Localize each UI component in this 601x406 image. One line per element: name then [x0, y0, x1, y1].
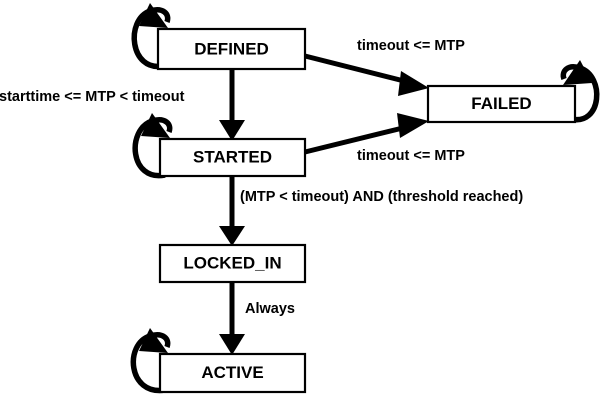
defined-to-failed-arrowhead	[398, 71, 429, 96]
defined-label: DEFINED	[194, 39, 269, 58]
edge-label-defined-to-failed: timeout <= MTP	[357, 38, 465, 54]
edge-label-started-to-locked-in: (MTP < timeout) AND (threshold reached)	[240, 189, 523, 205]
state-node-locked-in[interactable]: LOCKED_IN	[158, 243, 307, 284]
started-self-loop-arrowhead	[141, 113, 170, 138]
started-box[interactable]	[158, 137, 307, 178]
started-to-failed-arrowhead	[397, 113, 429, 138]
defined-to-started-edge	[219, 69, 245, 141]
active-box[interactable]	[158, 352, 307, 394]
active-label: ACTIVE	[201, 363, 263, 382]
defined-to-failed-edge	[304, 53, 429, 96]
state-node-started[interactable]: STARTED	[158, 137, 307, 178]
active-self-loop-arrowhead	[139, 328, 168, 353]
state-node-active[interactable]: ACTIVE	[158, 352, 307, 394]
defined-self-loop-edge	[131, 3, 171, 70]
started-label: STARTED	[193, 147, 272, 166]
locked-in-to-active-edge	[219, 282, 245, 355]
locked-in-to-active-arrowhead	[219, 334, 245, 355]
started-to-failed-line	[304, 123, 412, 155]
failed-label: FAILED	[471, 94, 531, 113]
state-node-failed[interactable]: FAILED	[426, 84, 577, 124]
edge-label-locked-in-to-active: Always	[245, 301, 295, 317]
defined-to-failed-line	[304, 53, 413, 86]
defined-self-loop-arrowhead	[139, 3, 168, 28]
defined-to-started-arrowhead	[219, 120, 245, 141]
active-self-loop-edge	[130, 328, 171, 394]
started-self-loop-edge	[132, 113, 173, 179]
failed-self-loop-edge	[560, 60, 600, 123]
locked-in-label: LOCKED_IN	[183, 253, 281, 272]
started-to-locked-in-edge	[219, 176, 245, 246]
edge-label-defined-to-started: starttime <= MTP < timeout	[0, 89, 185, 105]
edge-label-started-to-failed: timeout <= MTP	[357, 148, 465, 164]
failed-self-loop-arrowhead	[563, 60, 592, 85]
state-node-defined[interactable]: DEFINED	[156, 27, 307, 71]
locked-in-box[interactable]	[158, 243, 307, 284]
failed-box[interactable]	[426, 84, 577, 124]
started-to-locked-in-arrowhead	[219, 226, 245, 246]
started-to-failed-edge	[304, 113, 429, 155]
defined-box[interactable]	[156, 27, 307, 71]
